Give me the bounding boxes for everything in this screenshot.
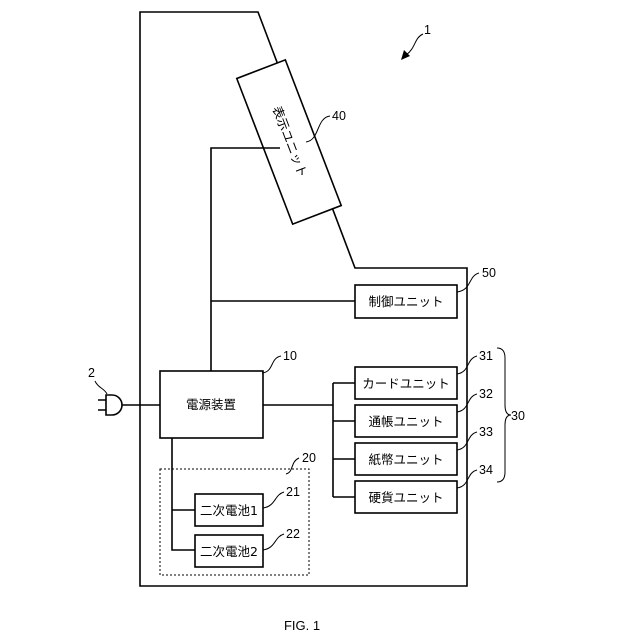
plug-leader bbox=[95, 381, 107, 394]
device-ref-arrowhead bbox=[401, 50, 410, 60]
passbook-unit-ref: 32 bbox=[479, 387, 493, 401]
power-supply-label: 電源装置 bbox=[186, 397, 236, 412]
control-unit-ref: 50 bbox=[482, 266, 496, 280]
unit-group-bracket bbox=[497, 348, 511, 482]
card-unit-label: カードユニット bbox=[362, 376, 450, 391]
device-ref-arrow bbox=[406, 34, 423, 55]
device-ref: 1 bbox=[424, 23, 431, 37]
figure-caption: FIG. 1 bbox=[284, 618, 320, 633]
coin-unit-ref: 34 bbox=[479, 463, 493, 477]
unit-group-ref: 30 bbox=[511, 409, 525, 423]
control-unit-leader bbox=[457, 273, 479, 292]
plug-icon bbox=[98, 395, 160, 415]
battery-2-leader bbox=[263, 534, 284, 550]
control-unit-label: 制御ユニット bbox=[368, 294, 443, 309]
plug-ref: 2 bbox=[88, 366, 95, 380]
battery-1-label: 二次電池1 bbox=[200, 503, 258, 518]
wire-to-batteries bbox=[172, 438, 195, 550]
battery-1-ref: 21 bbox=[286, 485, 300, 499]
battery-2-ref: 22 bbox=[286, 527, 300, 541]
battery-group-leader bbox=[286, 458, 299, 474]
passbook-unit-label: 通帳ユニット bbox=[368, 414, 443, 429]
bill-unit-label: 紙幣ユニット bbox=[368, 452, 443, 467]
wire-power-to-display bbox=[211, 148, 280, 371]
power-supply-ref: 10 bbox=[283, 349, 297, 363]
display-ref: 40 bbox=[332, 109, 346, 123]
coin-unit-label: 硬貨ユニット bbox=[368, 490, 443, 505]
battery-1-leader bbox=[263, 492, 284, 508]
power-supply-leader bbox=[262, 356, 281, 373]
battery-2-label: 二次電池2 bbox=[200, 544, 258, 559]
card-unit-ref: 31 bbox=[479, 349, 493, 363]
battery-group-ref: 20 bbox=[302, 451, 316, 465]
display-unit: 表示ユニット bbox=[237, 60, 341, 224]
bill-unit-ref: 33 bbox=[479, 425, 493, 439]
